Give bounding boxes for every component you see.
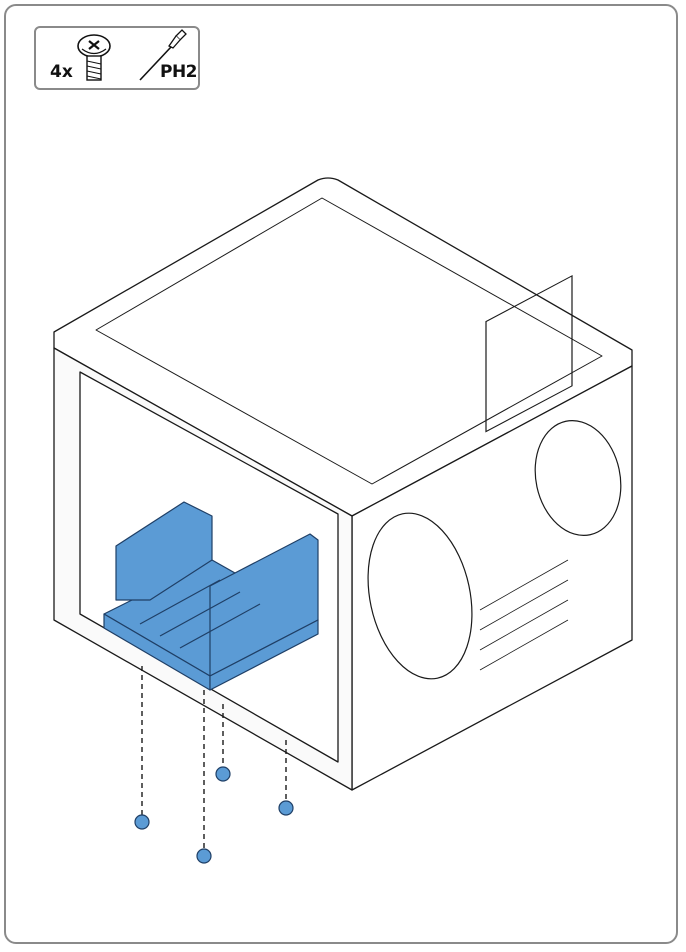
rear-fan-grille: [534, 419, 622, 537]
screwdriver-icon: [139, 29, 187, 81]
screwdriver-bit-label: PH2: [160, 62, 198, 82]
legend-graphics: [77, 29, 187, 81]
bracket-slot-lines: [139, 579, 261, 649]
hardware-legend: 4x PH2: [34, 26, 200, 90]
top-panel-inset: [95, 197, 603, 485]
screw-marker-3: [215, 766, 231, 782]
screw-marker-4: [278, 800, 294, 816]
screw-icon: [77, 34, 111, 81]
screw-quantity: 4x: [50, 62, 73, 82]
expansion-slot-lines: [479, 559, 569, 671]
expansion-slot-area: [485, 274, 573, 433]
screw-marker-2: [196, 848, 212, 864]
screw-marker-1: [134, 814, 150, 830]
drive-bracket: [103, 501, 319, 691]
front-fan-grille: [367, 512, 473, 680]
